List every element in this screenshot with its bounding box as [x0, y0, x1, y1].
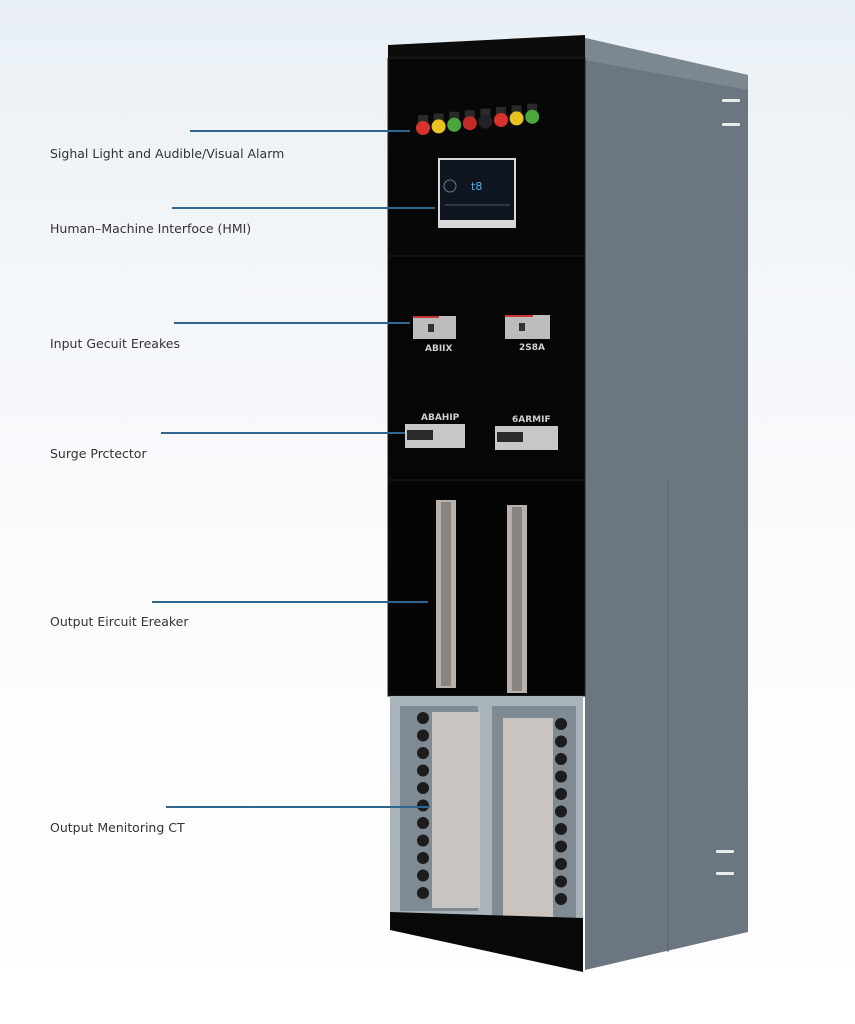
hmi-screen: t8 [438, 158, 516, 228]
ct-ring [417, 747, 429, 759]
ct-ring [417, 869, 429, 882]
input-breaker-2-label: 2S8A [519, 343, 545, 353]
callout-leader-signal-light [190, 130, 410, 132]
input-breaker-1-label: ABIIX [425, 344, 453, 354]
monitoring-ct-bank-1 [432, 712, 480, 908]
ct-ring [417, 887, 429, 899]
ct-ring [555, 858, 567, 870]
output-breaker-panel [387, 479, 586, 697]
surge-protector-2-label: 6ARMIF [512, 415, 551, 425]
monitoring-ct-bank-2 [503, 718, 553, 920]
ct-ring [555, 823, 567, 835]
signal-light [462, 116, 477, 131]
cabinet-side-panel [585, 38, 748, 970]
ct-ring [417, 799, 429, 812]
ct-ring [555, 753, 567, 765]
callout-label-signal-light: Sighal Light and Audible/Visual Alarm [50, 146, 285, 161]
ct-ring [555, 893, 567, 905]
ct-ring [555, 840, 567, 853]
ct-ring [555, 788, 567, 800]
surge-protector-2: 6ARMIF [495, 415, 558, 450]
ct-ring [555, 735, 567, 748]
callout-leader-hmi [172, 207, 435, 209]
callout-leader-input-breaker [174, 322, 410, 324]
signal-light [478, 114, 493, 129]
callout-leader-surge-protector [161, 432, 405, 434]
ct-ring [555, 770, 567, 783]
ct-ring [417, 782, 429, 794]
ct-ring [417, 764, 429, 777]
ct-ring [417, 852, 429, 864]
signal-light [431, 119, 446, 134]
callout-label-output-breaker: Output Eircuit Ereaker [50, 614, 189, 629]
signal-light [447, 117, 462, 132]
input-circuit-breaker-2: 2S8A [505, 315, 550, 353]
ct-ring [417, 817, 429, 829]
ct-ring [555, 875, 567, 888]
ct-ring [417, 834, 429, 847]
ct-ring [555, 718, 567, 730]
callout-label-input-breaker: Input Gecuit Ereakes [50, 336, 180, 351]
callout-label-monitoring-ct: Output Menitoring CT [50, 820, 185, 835]
output-breaker-strip-2 [507, 505, 527, 693]
ct-ring [417, 729, 429, 742]
callout-label-hmi: Human–Machine Interfoce (HMI) [50, 221, 252, 236]
signal-light [525, 109, 540, 124]
signal-lights [416, 103, 540, 135]
ct-ring [555, 805, 567, 818]
ct-ring [417, 712, 429, 724]
hmi-display-value: t8 [471, 180, 482, 193]
callout-leader-output-breaker [152, 601, 428, 603]
output-breaker-strip-1 [436, 500, 456, 688]
signal-light [416, 121, 430, 135]
surge-protector-1: ABAHIP [405, 413, 465, 448]
signal-light [509, 111, 524, 126]
callout-label-surge-protector: Surge Prctector [50, 446, 147, 461]
surge-protector-1-label: ABAHIP [421, 413, 460, 423]
signal-light [494, 113, 508, 127]
callout-leader-monitoring-ct [166, 806, 430, 808]
input-circuit-breaker-1: ABIIX [413, 316, 456, 354]
